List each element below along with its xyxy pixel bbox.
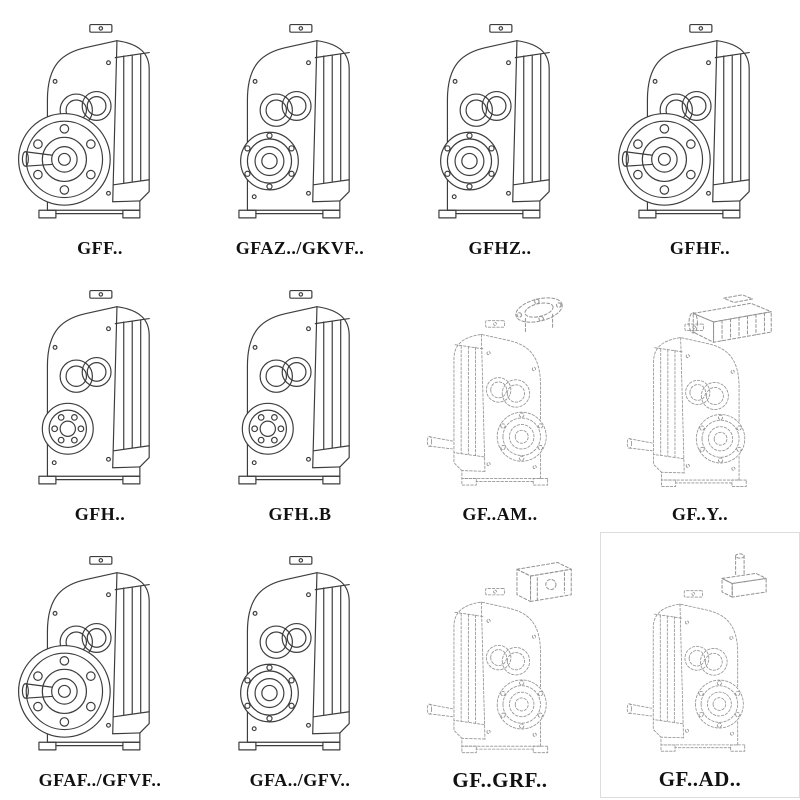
gearbox-cell-gfh-b: GFH..B <box>200 266 400 532</box>
gearbox-label-gfh: GFH.. <box>74 504 126 524</box>
gearbox-cell-gfhz: GFHZ.. <box>400 0 600 266</box>
gearbox-label-gf-am: GF..AM.. <box>462 504 538 524</box>
gearbox-drawing-gfh <box>38 289 150 485</box>
gearbox-drawing-gf-ad <box>605 553 767 765</box>
gearbox-drawing-gfaz-gkvf <box>238 23 350 219</box>
gearbox-drawing-gf-am <box>405 293 566 500</box>
gearbox-label-gff: GFF.. <box>77 238 123 258</box>
gearbox-drawing-gfa-gfv <box>238 555 350 751</box>
gearbox-label-gfa-gfv: GFA../GFV.. <box>249 770 351 790</box>
gearbox-cell-gf-grf: GF..GRF.. <box>400 532 600 798</box>
gearbox-cell-gfaf-gfvf: GFAF../GFVF.. <box>0 532 200 798</box>
gearbox-label-gf-ad: GF..AD.. <box>658 767 742 791</box>
gearbox-cell-gfaz-gkvf: GFAZ../GKVF.. <box>200 0 400 266</box>
gearbox-label-gfaz-gkvf: GFAZ../GKVF.. <box>235 238 365 258</box>
gearbox-cell-gff: GFF.. <box>0 0 200 266</box>
gearbox-cell-gf-am: GF..AM.. <box>400 266 600 532</box>
gearbox-label-gf-grf: GF..GRF.. <box>452 768 548 792</box>
gearbox-cell-gfhf: GFHF.. <box>600 0 800 266</box>
gearbox-drawing-gf-y <box>605 294 772 500</box>
gearbox-drawing-gfhz <box>438 23 550 219</box>
gearbox-cell-gf-ad: GF..AD.. <box>600 532 800 798</box>
gearbox-label-gf-y: GF..Y.. <box>671 504 729 524</box>
gearbox-label-gfhz: GFHZ.. <box>468 238 532 258</box>
gearbox-drawing-gfaf-gfvf <box>17 555 150 751</box>
gearbox-drawing-gf-grf <box>405 561 572 766</box>
gearbox-drawing-gfhf <box>617 23 750 219</box>
gearbox-cell-gf-y: GF..Y.. <box>600 266 800 532</box>
gearbox-cell-gfa-gfv: GFA../GFV.. <box>200 532 400 798</box>
gearbox-label-gfaf-gfvf: GFAF../GFVF.. <box>38 770 162 790</box>
gearbox-label-gfhf: GFHF.. <box>669 238 731 258</box>
gearbox-drawing-gff <box>17 23 150 219</box>
gearbox-label-gfh-b: GFH..B <box>268 504 332 524</box>
gearbox-cell-gfh: GFH.. <box>0 266 200 532</box>
gearbox-drawing-gfh-b <box>238 289 350 485</box>
